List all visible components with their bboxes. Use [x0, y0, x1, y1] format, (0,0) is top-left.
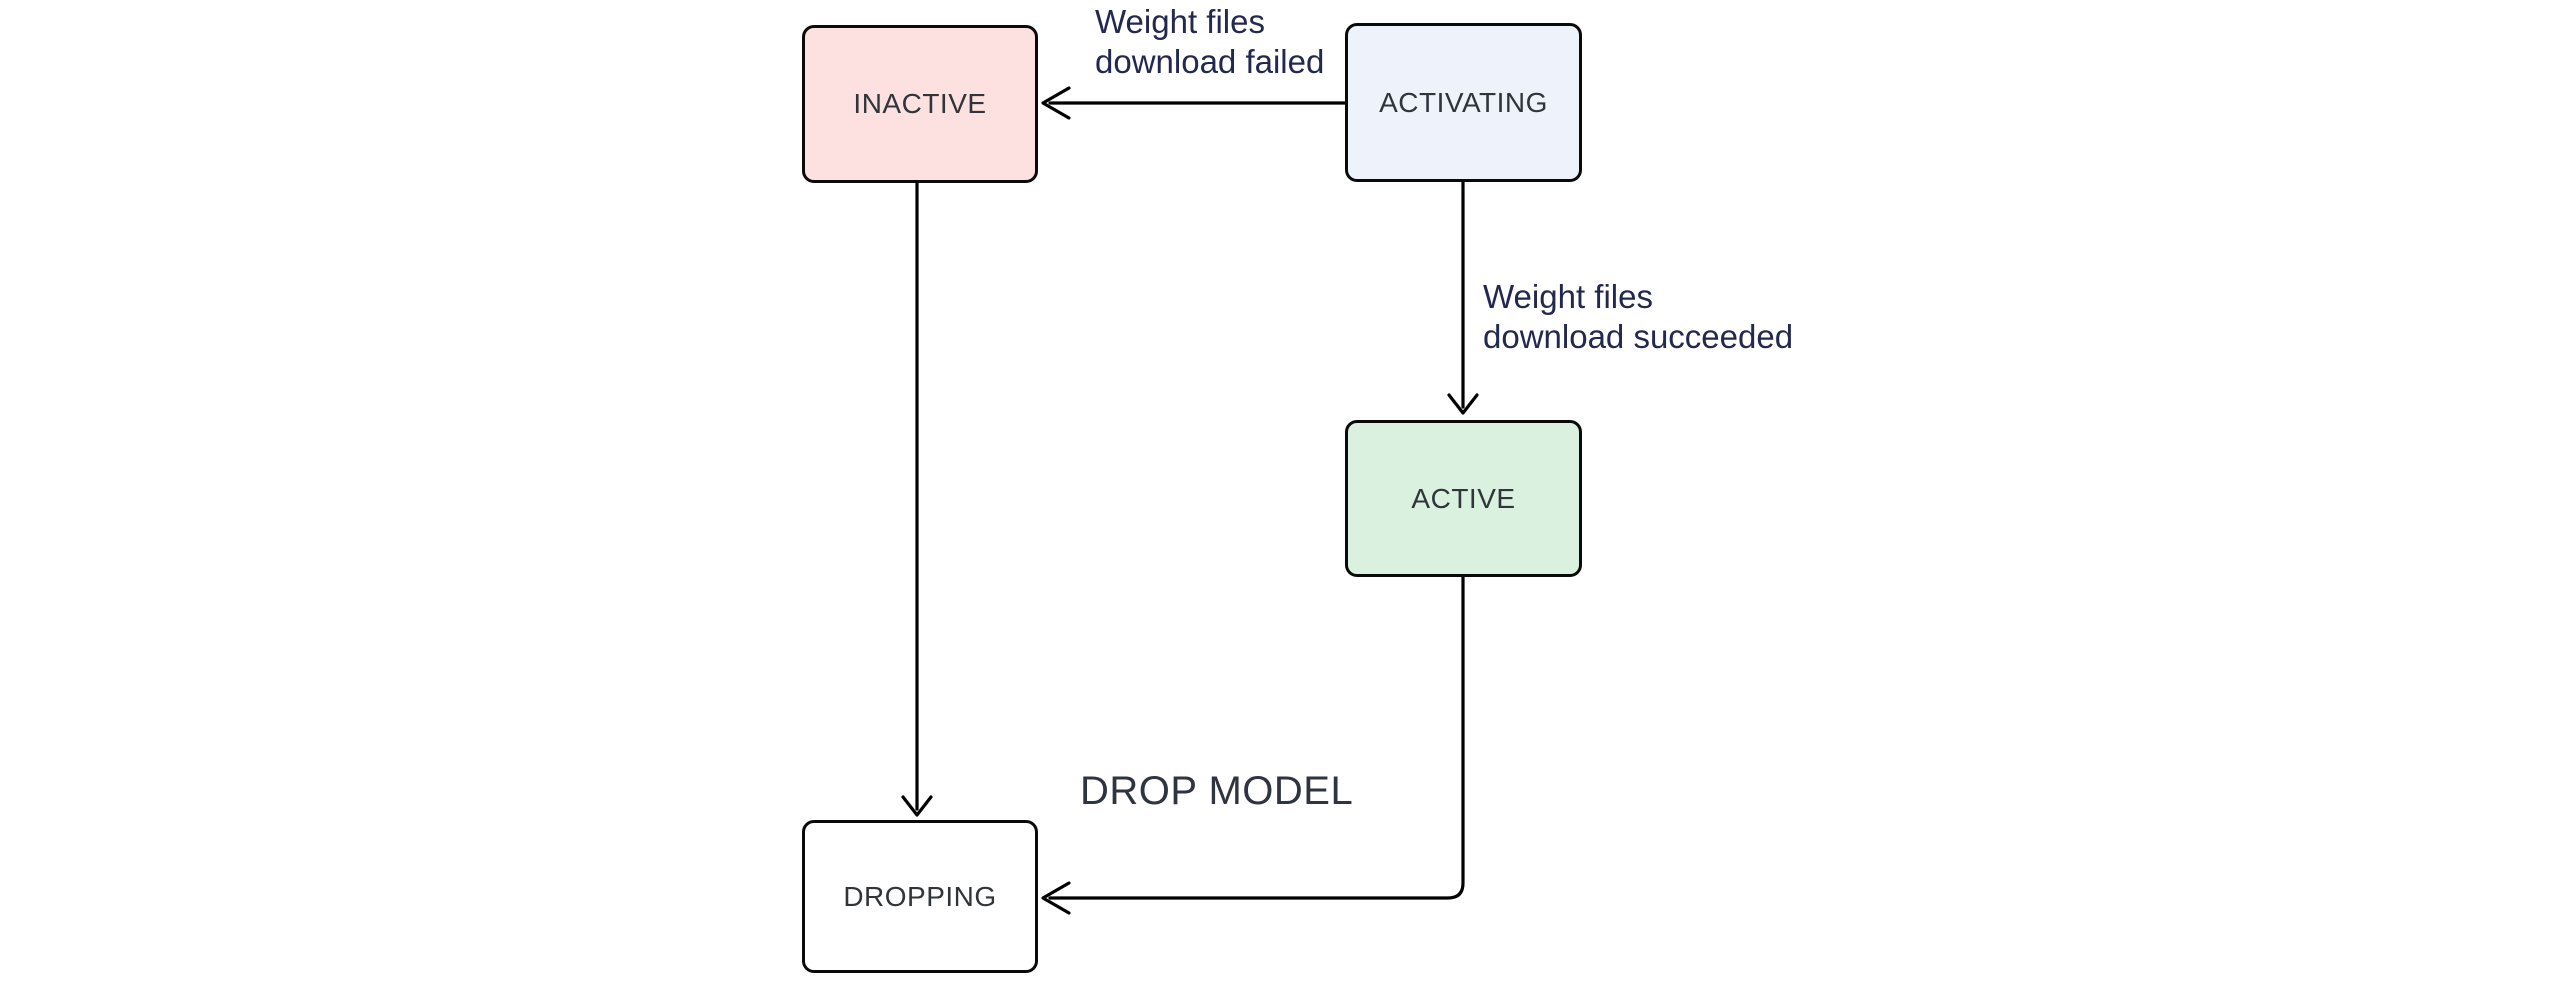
state-node-inactive: INACTIVE — [802, 25, 1038, 183]
edge-active-to-dropping-arrowhead-icon — [1041, 881, 1071, 915]
edge-inactive-to-dropping-arrowhead-icon — [901, 795, 933, 817]
edge-label-download-failed: Weight files download failed — [1095, 2, 1324, 82]
edge-label-download-failed-line1: Weight files — [1095, 3, 1265, 40]
state-label-active: ACTIVE — [1411, 482, 1516, 514]
edge-label-download-succeeded-line1: Weight files — [1483, 278, 1653, 315]
state-node-active: ACTIVE — [1345, 420, 1582, 577]
edge-label-download-failed-line2: download failed — [1095, 43, 1325, 80]
state-label-activating: ACTIVATING — [1379, 86, 1548, 118]
edge-label-drop-model: DROP MODEL — [1080, 769, 1354, 813]
state-node-dropping: DROPPING — [802, 820, 1038, 973]
state-node-activating: ACTIVATING — [1345, 23, 1582, 182]
state-label-inactive: INACTIVE — [853, 88, 987, 119]
edge-active-to-dropping-line — [1048, 575, 1465, 900]
edge-activating-to-active-arrowhead-icon — [1447, 393, 1479, 415]
edge-activating-to-inactive-arrowhead-icon — [1041, 86, 1071, 120]
edge-label-download-succeeded-line2: download succeeded — [1483, 318, 1794, 355]
state-label-dropping: DROPPING — [843, 880, 997, 912]
edge-label-download-succeeded: Weight files download succeeded — [1483, 277, 1793, 357]
